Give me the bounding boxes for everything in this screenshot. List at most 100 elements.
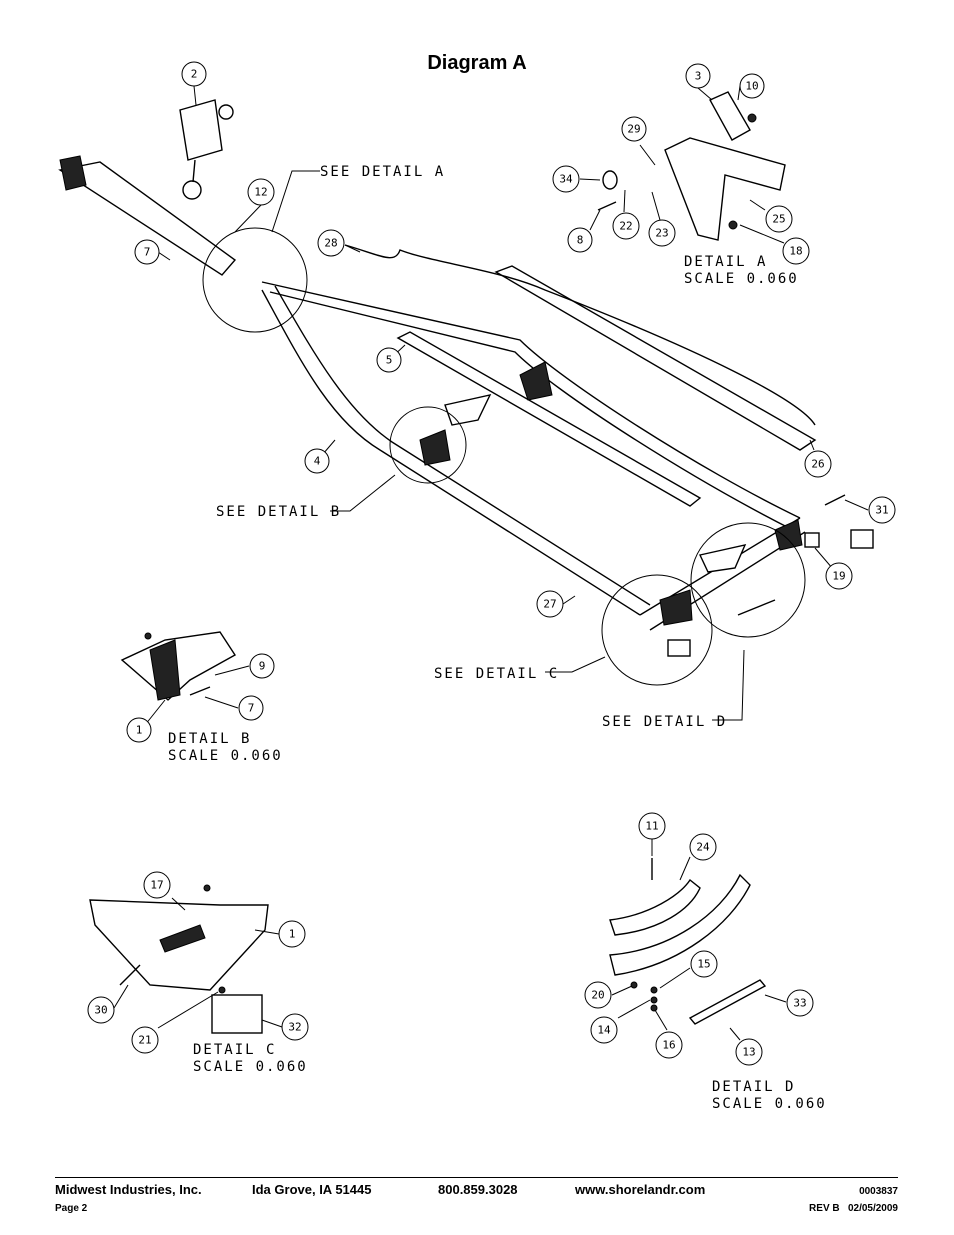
washer-14: [650, 996, 658, 1004]
detail-c-scale: SCALE 0.060: [193, 1059, 308, 1075]
callouts: 2 3 10 29 34 12 28 7 8 22 23 25 18 5 4 2…: [87, 61, 896, 1066]
callout-5: 5: [376, 347, 402, 373]
nut-10: [747, 113, 757, 123]
leader-lines: [113, 85, 869, 1041]
callout-23: 23: [648, 219, 676, 247]
callout-4: 4: [304, 448, 330, 474]
leader-21: [157, 991, 219, 1029]
svg-text:20: 20: [591, 989, 604, 1002]
callout-29: 29: [621, 116, 647, 142]
svg-text:29: 29: [627, 123, 640, 136]
leader-14: [617, 999, 651, 1019]
callout-11: 11: [638, 812, 666, 840]
block-c: [667, 639, 691, 657]
svg-text:21: 21: [138, 1034, 151, 1047]
block-32: [211, 994, 263, 1034]
frame-rail-right: [261, 281, 801, 519]
callout-18: 18: [782, 237, 810, 265]
svg-text:18: 18: [789, 245, 802, 258]
leader-12: [234, 204, 262, 233]
tongue-tube: [58, 161, 237, 276]
see-detail-c-label: SEE DETAIL C: [434, 666, 559, 682]
trailer-frame: [58, 99, 874, 686]
svg-text:7: 7: [248, 702, 255, 715]
svg-text:1: 1: [136, 724, 143, 737]
bolster-bracket-d: [609, 873, 751, 976]
detail-c-drawing: [89, 884, 269, 1034]
detail-c-title: DETAIL C: [193, 1042, 276, 1058]
footer-website[interactable]: www.shorelandr.com: [575, 1182, 706, 1197]
frame-rail-left: [261, 289, 641, 616]
callout-16: 16: [655, 1031, 683, 1059]
svg-text:11: 11: [645, 820, 658, 833]
washer-15: [650, 986, 658, 994]
svg-text:4: 4: [314, 455, 321, 468]
coupler: [59, 155, 87, 191]
footer-rule: [55, 1177, 898, 1178]
svg-text:19: 19: [832, 570, 845, 583]
frame-rail-right-inner: [269, 291, 794, 531]
wire-harness: [344, 244, 816, 426]
axle-bracket: [659, 589, 693, 626]
svg-text:13: 13: [742, 1046, 755, 1059]
leader-23: [651, 191, 661, 221]
svg-text:24: 24: [696, 841, 710, 854]
frame-rail-left-inner: [274, 285, 651, 606]
washer-34: [602, 170, 618, 190]
svg-text:23: 23: [655, 227, 668, 240]
svg-text:33: 33: [793, 997, 806, 1010]
callout-2: 2: [181, 61, 207, 87]
winch-handle: [218, 104, 234, 120]
winch-strap: [192, 159, 196, 183]
leader-18: [739, 224, 785, 244]
svg-text:28: 28: [324, 237, 337, 250]
detail-d-drawing: [609, 858, 767, 1025]
leader-20: [611, 985, 633, 996]
leader-16: [654, 1009, 668, 1031]
leader-15: [659, 967, 691, 989]
leader-25: [749, 199, 766, 211]
svg-text:32: 32: [288, 1021, 301, 1034]
callout-14: 14: [590, 1016, 618, 1044]
svg-text:9: 9: [259, 660, 266, 673]
leader-10: [737, 85, 741, 101]
bolster-pad-d: [698, 544, 747, 573]
diagram-title: Diagram A: [427, 52, 527, 74]
nut-16: [650, 1004, 658, 1012]
callout-25: 25: [765, 205, 793, 233]
callout-20: 20: [584, 981, 612, 1009]
leader-24: [679, 856, 691, 881]
callout-24: 24: [689, 833, 717, 861]
svg-text:12: 12: [254, 186, 267, 199]
leader-detail-d: [712, 649, 745, 721]
callout-27: 27: [536, 590, 564, 618]
reflector-strip-d: [737, 599, 776, 616]
see-detail-d-label: SEE DETAIL D: [602, 714, 727, 730]
svg-text:30: 30: [94, 1004, 107, 1017]
bunk-bracket-front: [519, 361, 553, 401]
footer-company: Midwest Industries, Inc.: [55, 1182, 202, 1197]
svg-text:27: 27: [543, 598, 556, 611]
bolt-b: [189, 686, 211, 696]
tail-bracket: [774, 519, 803, 551]
leader-27: [562, 595, 576, 605]
leader-7b: [204, 696, 239, 709]
callout-30: 30: [87, 996, 115, 1024]
bolt-8: [597, 201, 617, 211]
detail-d-title: DETAIL D: [712, 1079, 795, 1095]
leader-3: [697, 87, 713, 101]
callout-22: 22: [612, 212, 640, 240]
svg-text:2: 2: [191, 68, 198, 81]
callout-3: 3: [685, 63, 711, 89]
svg-text:31: 31: [875, 504, 888, 517]
winch-body: [179, 99, 223, 161]
callout-32: 32: [281, 1013, 309, 1041]
callout-8: 8: [567, 227, 593, 253]
bunk-right: [494, 265, 817, 451]
leader-30: [113, 984, 129, 1009]
detail-a-drawing: [597, 91, 786, 241]
leader-1a: [144, 699, 166, 726]
callout-34: 34: [552, 165, 580, 193]
bolster-pad-b: [444, 394, 492, 426]
winch-post: [664, 137, 786, 241]
